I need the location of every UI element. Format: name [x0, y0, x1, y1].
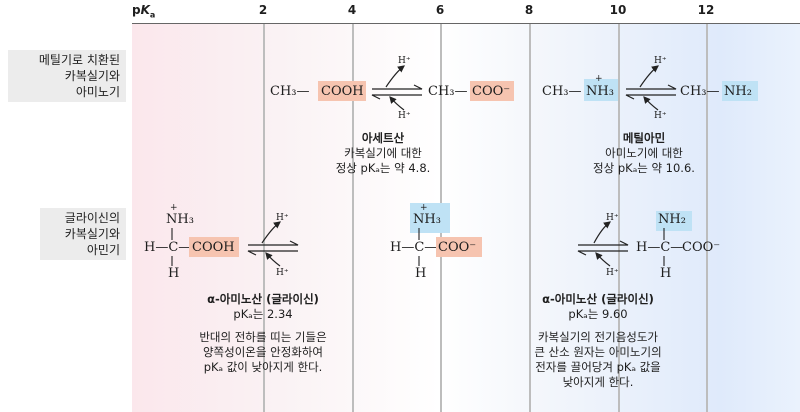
pka-axis-label: pKa: [132, 3, 156, 20]
glycine-note-line: 카복실기의 전기음성도가: [537, 330, 659, 344]
row-label-methyl-groups: 메틸기로 치환된 카복실기와 아미노기: [8, 50, 126, 102]
methylamine-caption: 메틸아민 아미노기에 대한 정상 pKₐ는 약 10.6.: [593, 131, 695, 176]
glycine-mid-plus: +: [420, 203, 428, 213]
glycine-mid-hc: H—C—: [390, 240, 438, 255]
pka-tick-label: 6: [435, 3, 445, 17]
glycine-second-equilibrium-arrow: [577, 221, 629, 267]
methylamine-equilibrium-arrow: [625, 65, 677, 111]
methylamine-caption-line: 정상 pKₐ는 약 10.6.: [593, 161, 695, 175]
glycine-right-nh2: NH₂: [658, 212, 686, 227]
acetic-left-ch3: CH₃—: [270, 84, 310, 99]
glycine-pka-value: pKₐ는 9.60: [568, 307, 628, 321]
row-label-line: 아민기: [86, 243, 120, 257]
glycine-note-line: pKₐ 값이 낮아지게 한다.: [203, 360, 323, 374]
acetic-coo: COO⁻: [472, 84, 511, 99]
pka-axis-line: [132, 23, 800, 24]
glycine-left-cooh: COOH: [192, 240, 235, 255]
glycine-right-coo: COO⁻: [682, 240, 721, 255]
glycine-vertical-bonds: [171, 228, 665, 266]
acetic-right-ch3: CH₃—: [428, 84, 468, 99]
glycine-note-line: 큰 산소 원자는 아미노기의: [534, 345, 662, 359]
pka-gridline-12: [706, 24, 708, 412]
methylamine-nh3: NH₃: [586, 84, 614, 99]
glycine-right-h-plus-top: H⁺: [606, 213, 619, 223]
acetic-cooh: COOH: [321, 84, 364, 99]
glycine-right-h-bottom: H: [660, 266, 672, 281]
glycine-note-line: 양쪽성이온을 안정화하여: [202, 345, 324, 359]
glycine-pka-value: pKₐ는 2.34: [233, 307, 293, 321]
row-label-line: 카복실기와: [64, 69, 120, 83]
row-label-line: 메틸기로 치환된: [38, 53, 120, 67]
acetic-coo-highlight: [470, 81, 514, 101]
methylamine-nh2: NH₂: [724, 84, 752, 99]
pka-gridline-8: [529, 24, 531, 412]
methylamine-h-plus-bottom: H⁺: [654, 111, 667, 121]
row-label-glycine-groups: 글라이신의 카복실기와 아민기: [40, 208, 126, 260]
glycine-left-h-plus-top: H⁺: [276, 213, 289, 223]
glycine-caption-low: α-아미노산 (글라이신) pKₐ는 2.34 반대의 전하를 띠는 기들은 양…: [199, 292, 326, 375]
acetic-name: 아세트산: [361, 131, 405, 145]
methylamine-right-ch3: CH₃—: [680, 84, 720, 99]
glycine-left-plus: +: [170, 203, 178, 213]
acetic-h-plus-bottom: H⁺: [398, 111, 411, 121]
acetic-cooh-highlight: [318, 81, 366, 101]
glycine-right-hc: H—C—: [636, 240, 684, 255]
methylamine-name: 메틸아민: [622, 131, 666, 145]
glycine-name: α-아미노산 (글라이신): [542, 292, 654, 306]
glycine-mid-h-bottom: H: [415, 266, 427, 281]
row-label-line: 아미노기: [75, 85, 120, 99]
pka-gridline-4: [352, 24, 354, 412]
glycine-name: α-아미노산 (글라이신): [207, 292, 319, 306]
glycine-note-line: 반대의 전하를 띠는 기들은: [199, 330, 327, 344]
methylamine-nh3-highlight: [584, 79, 618, 101]
row-label-line: 카복실기와: [64, 227, 120, 241]
methylamine-h-plus-top: H⁺: [654, 56, 667, 66]
glycine-note-line: 낮아지게 한다.: [562, 375, 634, 389]
acetic-caption-line: 정상 pKₐ는 약 4.8.: [335, 161, 431, 175]
methylamine-caption-line: 아미노기에 대한: [605, 146, 683, 160]
glycine-left-h-plus-bottom: H⁺: [276, 268, 289, 278]
methylamine-plus-charge: +: [595, 74, 603, 84]
methylamine-left-ch3: CH₃—: [542, 84, 582, 99]
glycine-mid-coo: COO⁻: [438, 240, 477, 255]
acetic-caption-line: 카복실기에 대한: [344, 146, 422, 160]
glycine-left-cooh-highlight: [189, 237, 239, 257]
glycine-left-hc: H—C—: [144, 240, 192, 255]
acetic-h-plus-top: H⁺: [398, 56, 411, 66]
methylamine-nh2-highlight: [722, 81, 758, 101]
glycine-caption-high: α-아미노산 (글라이신) pKₐ는 9.60 카복실기의 전기음성도가 큰 산…: [534, 292, 661, 390]
glycine-note-line: 전자를 끌어당겨 pKₐ 값을: [535, 360, 661, 374]
glycine-right-nh2-highlight: [656, 211, 692, 231]
pka-gridline-2: [263, 24, 265, 412]
pka-tick-label: 12: [697, 3, 715, 17]
acetic-equilibrium-arrow: [371, 65, 423, 111]
row-label-line: 글라이신의: [64, 211, 120, 225]
glycine-right-h-plus-bottom: H⁺: [606, 268, 619, 278]
pka-tick-label: 2: [258, 3, 268, 17]
pka-gridline-10: [618, 24, 620, 412]
glycine-left-h-bottom: H: [168, 266, 180, 281]
pka-tick-label: 8: [524, 3, 534, 17]
glycine-mid-nh3-highlight: [410, 203, 450, 233]
glycine-first-equilibrium-arrow: [247, 221, 299, 267]
pka-tick-label: 10: [609, 3, 627, 17]
glycine-mid-nh3: NH₃: [413, 212, 441, 227]
glycine-left-nh3: NH₃: [166, 212, 194, 227]
acetic-caption: 아세트산 카복실기에 대한 정상 pKₐ는 약 4.8.: [336, 131, 431, 176]
pka-tick-label: 4: [347, 3, 357, 17]
glycine-mid-coo-highlight: [436, 237, 482, 257]
